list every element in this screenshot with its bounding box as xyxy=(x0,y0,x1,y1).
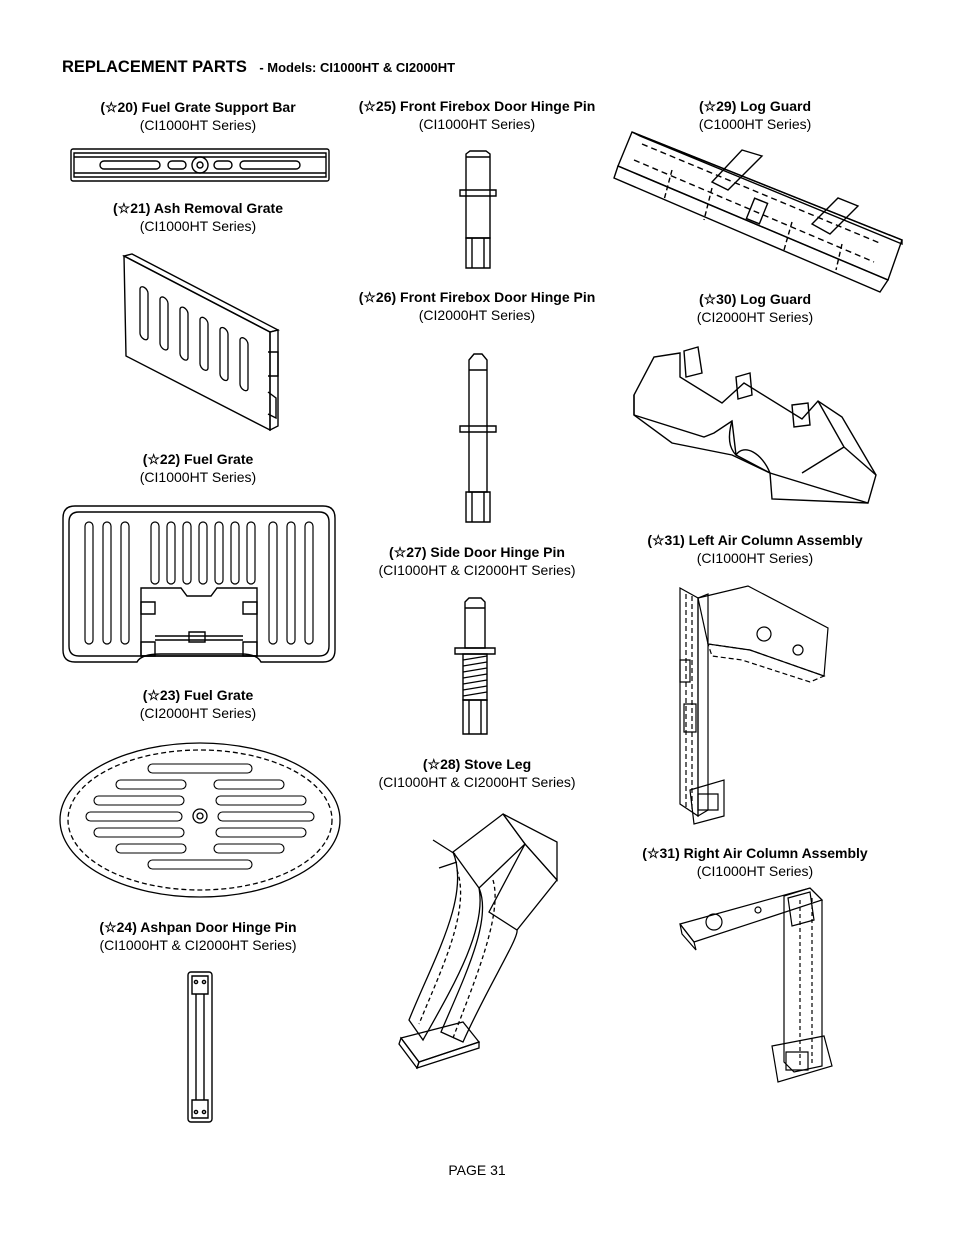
part-name: (☆29) Log Guard xyxy=(698,98,812,114)
caption-part-31-right: (☆31) Right Air Column Assembly (CI1000H… xyxy=(605,844,905,880)
part-series: (CI1000HT Series) xyxy=(139,117,257,133)
part-name: (☆28) Stove Leg xyxy=(422,756,532,772)
part-series: (CI2000HT Series) xyxy=(418,307,536,323)
caption-part-24: (☆24) Ashpan Door Hinge Pin (CI1000HT & … xyxy=(48,918,348,954)
part-name: (☆30) Log Guard xyxy=(698,291,812,307)
page-title: REPLACEMENT PARTS - Models: CI1000HT & C… xyxy=(62,58,455,77)
log-guard-ci1000-drawing xyxy=(612,130,904,294)
part-name: (☆26) Front Firebox Door Hinge Pin xyxy=(358,289,596,305)
part-series: (CI1000HT Series) xyxy=(139,469,257,485)
part-name: (☆20) Fuel Grate Support Bar xyxy=(100,99,296,115)
part-series: (CI1000HT Series) xyxy=(139,218,257,234)
caption-part-23: (☆23) Fuel Grate (CI2000HT Series) xyxy=(48,686,348,722)
fuel-grate-ci1000-drawing xyxy=(61,504,337,664)
page-number: PAGE 31 xyxy=(448,1162,506,1178)
fuel-grate-support-bar-drawing xyxy=(70,147,330,183)
caption-part-25: (☆25) Front Firebox Door Hinge Pin (CI10… xyxy=(327,97,627,133)
caption-part-21: (☆21) Ash Removal Grate (CI1000HT Series… xyxy=(48,199,348,235)
caption-part-29: (☆29) Log Guard (C1000HT Series) xyxy=(605,97,905,133)
models-subtitle: - Models: CI1000HT & CI2000HT xyxy=(259,60,456,75)
front-firebox-hinge-pin-ci2000-drawing xyxy=(458,352,498,526)
ash-removal-grate-drawing xyxy=(118,252,283,432)
right-air-column-assembly-drawing xyxy=(674,886,834,1086)
part-name: (☆22) Fuel Grate xyxy=(142,451,254,467)
page-heading: REPLACEMENT PARTS xyxy=(62,58,247,76)
caption-part-26: (☆26) Front Firebox Door Hinge Pin (CI20… xyxy=(327,288,627,324)
part-series: (CI1000HT & CI2000HT Series) xyxy=(378,774,576,790)
part-series: (CI2000HT Series) xyxy=(139,705,257,721)
part-name: (☆31) Left Air Column Assembly xyxy=(647,532,863,548)
part-series: (CI1000HT Series) xyxy=(696,550,814,566)
caption-part-27: (☆27) Side Door Hinge Pin (CI1000HT & CI… xyxy=(327,543,627,579)
caption-part-31-left: (☆31) Left Air Column Assembly (CI1000HT… xyxy=(605,531,905,567)
part-series: (CI1000HT & CI2000HT Series) xyxy=(99,937,297,953)
part-name: (☆25) Front Firebox Door Hinge Pin xyxy=(358,98,596,114)
part-series: (CI1000HT Series) xyxy=(418,116,536,132)
part-name: (☆31) Right Air Column Assembly xyxy=(642,845,868,861)
part-series: (CI2000HT Series) xyxy=(696,309,814,325)
caption-part-28: (☆28) Stove Leg (CI1000HT & CI2000HT Ser… xyxy=(327,755,627,791)
left-air-column-assembly-drawing xyxy=(664,584,834,828)
log-guard-ci2000-drawing xyxy=(632,343,878,513)
part-series: (CI1000HT & CI2000HT Series) xyxy=(378,562,576,578)
part-series: (CI1000HT Series) xyxy=(696,863,814,879)
part-name: (☆23) Fuel Grate xyxy=(142,687,254,703)
stove-leg-drawing xyxy=(393,810,563,1070)
fuel-grate-ci2000-drawing xyxy=(58,740,342,900)
part-name: (☆24) Ashpan Door Hinge Pin xyxy=(99,919,297,935)
side-door-hinge-pin-drawing xyxy=(453,596,497,736)
ashpan-door-hinge-pin-drawing xyxy=(186,970,214,1124)
caption-part-30: (☆30) Log Guard (CI2000HT Series) xyxy=(605,290,905,326)
part-name: (☆21) Ash Removal Grate xyxy=(113,200,283,216)
front-firebox-hinge-pin-ci1000-drawing xyxy=(458,150,498,270)
part-series: (C1000HT Series) xyxy=(698,116,812,132)
caption-part-20: (☆20) Fuel Grate Support Bar (CI1000HT S… xyxy=(48,98,348,134)
part-name: (☆27) Side Door Hinge Pin xyxy=(389,544,565,560)
caption-part-22: (☆22) Fuel Grate (CI1000HT Series) xyxy=(48,450,348,486)
